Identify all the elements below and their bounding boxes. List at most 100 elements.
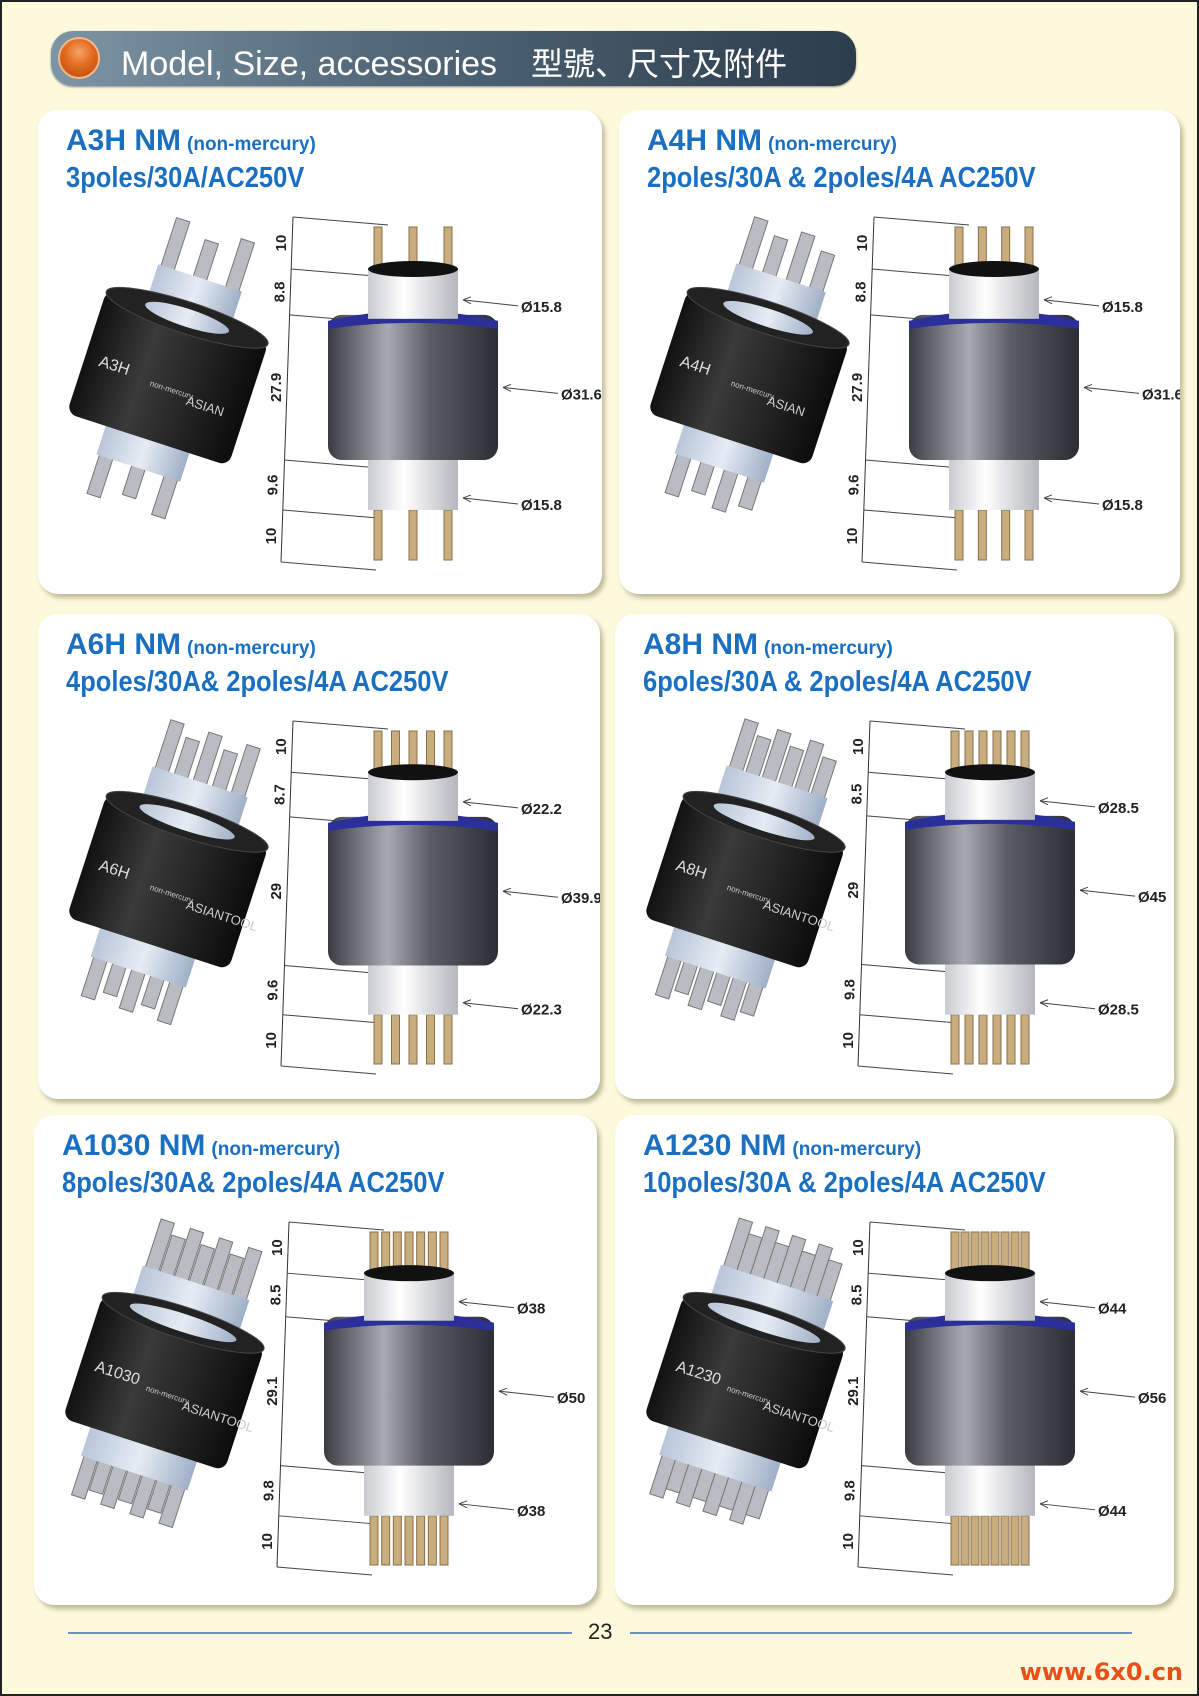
- section-title-en: Model, Size, accessories: [121, 45, 498, 83]
- model-note: (non-mercury): [768, 134, 897, 155]
- terminal-pin: [381, 1515, 391, 1566]
- dimension-label: 9.6: [846, 475, 863, 496]
- dimension-label: 9.8: [842, 979, 859, 1000]
- terminal-pin: [950, 1515, 960, 1566]
- diameter-top-label: Ø15.8: [521, 299, 562, 316]
- diameter-arrow: [502, 890, 559, 898]
- dimension-line: [861, 216, 875, 563]
- diameter-body-label: Ø31.6: [1142, 386, 1180, 403]
- collar-top: [368, 261, 458, 278]
- terminal-pin: [980, 1515, 990, 1566]
- product-model: A3H NM(non-mercury): [66, 124, 316, 158]
- terminal-pin: [392, 1515, 402, 1566]
- dimension-label: 10: [263, 528, 280, 545]
- collar-top: [139, 804, 235, 840]
- extension-line: [292, 216, 389, 226]
- extension-line: [284, 965, 380, 975]
- model-note: (non-mercury): [764, 638, 893, 659]
- product-card: A6H NM(non-mercury) 4poles/30A& 2poles/4…: [38, 614, 600, 1099]
- dimension-label: 10: [269, 1239, 286, 1256]
- model-name: A1030 NM: [62, 1129, 206, 1162]
- diameter-top-label: Ø22.2: [521, 801, 562, 818]
- bottom-collar: [945, 1455, 1035, 1516]
- diameter-arrow: [1083, 386, 1140, 394]
- diameter-arrow: [1039, 800, 1096, 808]
- arrowhead-icon: [1079, 1387, 1089, 1396]
- top-collar-base: [368, 302, 458, 319]
- dimension-label: 10: [850, 738, 867, 755]
- diameter-arrow: [502, 386, 559, 394]
- top-collar-base: [945, 1304, 1035, 1321]
- diameter-bottom-label: Ø38: [517, 1503, 545, 1520]
- diameter-body-label: Ø45: [1138, 889, 1166, 906]
- dimension-label: 8.5: [267, 1285, 284, 1306]
- slip-ring-body: [909, 314, 1079, 461]
- terminal-pin: [443, 1014, 453, 1065]
- diameter-bottom-label: Ø15.8: [1102, 497, 1143, 514]
- dimension-label: 10: [259, 1533, 276, 1550]
- model-note: (non-mercury): [211, 1139, 341, 1160]
- extension-line: [863, 509, 959, 519]
- dimension-label: 9.6: [265, 475, 282, 496]
- dimension-label: 8.5: [848, 784, 865, 805]
- diameter-arrow: [1039, 1301, 1096, 1309]
- diameter-top-label: Ø44: [1098, 1301, 1127, 1318]
- diameter-arrow: [1079, 889, 1136, 897]
- diameter-arrow: [1039, 1503, 1096, 1511]
- terminal-pin: [1020, 1014, 1030, 1065]
- product-card: A1230 NM(non-mercury) 10poles/30A & 2pol…: [615, 1115, 1174, 1605]
- extension-line: [869, 1221, 966, 1231]
- extension-line: [280, 561, 377, 571]
- diameter-arrow: [462, 801, 519, 809]
- arrowhead-icon: [1039, 999, 1049, 1008]
- extension-line: [861, 964, 957, 973]
- arrowhead-icon: [458, 1298, 468, 1307]
- dimension-label: 10: [840, 1032, 857, 1049]
- arrowhead-icon: [1043, 494, 1053, 503]
- top-collar-base: [949, 302, 1039, 319]
- diameter-arrow: [458, 1503, 515, 1511]
- extension-line: [282, 509, 378, 519]
- slip-ring-body: [905, 1316, 1075, 1466]
- dimension-label: 10: [263, 1032, 280, 1049]
- extension-line: [857, 1566, 954, 1576]
- diameter-arrow: [462, 497, 519, 505]
- model-name: A1230 NM: [643, 1129, 787, 1162]
- model-name: A6H NM: [66, 628, 182, 661]
- terminal-pin: [1006, 1014, 1016, 1065]
- arrowhead-icon: [1083, 383, 1093, 392]
- dimension-label: 29.1: [264, 1377, 281, 1406]
- slip-ring-body: [905, 815, 1075, 965]
- product-illustration: A8Hnon-mercuryASIANTOOL108.5299.810Ø28.5…: [646, 718, 1166, 1075]
- terminal-pin: [426, 1014, 435, 1065]
- top-collar-base: [364, 1304, 454, 1321]
- extension-line: [284, 459, 380, 469]
- top-collar-base: [945, 803, 1035, 820]
- terminal-pin: [960, 1515, 970, 1566]
- dimension-label: 27.9: [849, 373, 866, 402]
- dimension-line: [280, 720, 294, 1067]
- extension-line: [292, 720, 389, 730]
- collar-top: [145, 301, 230, 334]
- terminal-pin: [369, 1515, 379, 1566]
- extension-line: [873, 216, 970, 226]
- terminal-pin: [1000, 1515, 1010, 1566]
- collar-top: [129, 1303, 237, 1343]
- product-spec: 8poles/30A& 2poles/4A AC250V: [62, 1167, 445, 1199]
- diameter-bottom-label: Ø15.8: [521, 497, 562, 514]
- product-card: A8H NM(non-mercury) 6poles/30A & 2poles/…: [615, 614, 1174, 1099]
- model-name: A8H NM: [643, 628, 759, 661]
- extension-line: [869, 720, 966, 730]
- dimension-label: 29.1: [845, 1377, 862, 1406]
- arrowhead-icon: [462, 798, 472, 807]
- slip-ring-body: [324, 1316, 494, 1466]
- product-illustration: A1230non-mercuryASIANTOOL108.529.19.810Ø…: [646, 1217, 1166, 1576]
- extension-line: [857, 1065, 954, 1075]
- diameter-body-label: Ø39.9: [561, 890, 600, 907]
